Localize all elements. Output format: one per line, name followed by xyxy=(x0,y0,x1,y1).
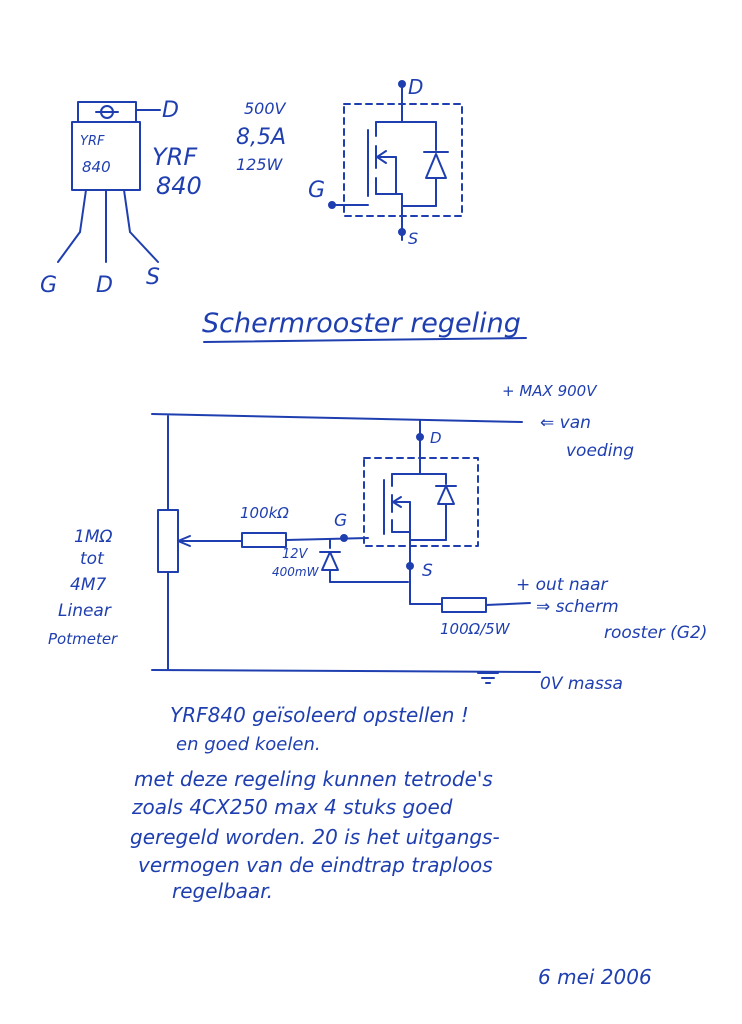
output-target-2: rooster (G2) xyxy=(604,623,707,643)
circuit-source-label: S xyxy=(422,561,433,581)
series-resistor-label: 100Ω/5W xyxy=(440,620,511,638)
package-tab-label: D xyxy=(162,98,179,123)
note-line-2: en goed koelen. xyxy=(176,734,321,755)
circuit-drain-label: D xyxy=(430,429,442,447)
top-gate-label: G xyxy=(308,178,325,203)
paragraph-line-4: vermogen van de eindtrap traploos xyxy=(138,853,493,877)
paragraph-line-5: regelbaar. xyxy=(172,879,273,903)
part-number-1: YRF xyxy=(152,143,198,171)
paragraph-line-1: met deze regeling kunnen tetrode's xyxy=(134,767,493,791)
top-source-label: S xyxy=(408,229,418,248)
package-marking-1: YRF xyxy=(80,134,105,149)
pot-label-5: Potmeter xyxy=(48,630,118,648)
date-label: 6 mei 2006 xyxy=(538,965,652,989)
supply-label: + MAX 900V xyxy=(502,382,598,400)
package-marking-2: 840 xyxy=(82,158,111,176)
rating-current: 8,5A xyxy=(236,125,286,150)
pot-label-3: 4M7 xyxy=(70,575,106,595)
rating-power: 125W xyxy=(236,155,284,174)
note-line-1: YRF840 geïsoleerd opstellen ! xyxy=(170,703,469,727)
part-number-2: 840 xyxy=(156,172,202,200)
paragraph-line-2: zoals 4CX250 max 4 stuks goed xyxy=(131,795,453,819)
rating-voltage: 500V xyxy=(244,99,287,118)
output-label: + out naar xyxy=(516,575,609,595)
mosfet-symbol-top xyxy=(328,80,463,241)
circuit-gate-label: G xyxy=(334,511,347,531)
transistor-package xyxy=(57,101,161,263)
output-target-1: ⇒ scherm xyxy=(536,597,619,617)
pin-d-label: D xyxy=(96,273,113,298)
pin-s-label: S xyxy=(146,265,160,290)
top-drain-label: D xyxy=(408,75,423,99)
page-title: Schermrooster regeling xyxy=(202,308,521,339)
pot-label-2: tot xyxy=(80,549,105,569)
zener-power-label: 400mW xyxy=(272,565,320,579)
paragraph-line-3: geregeld worden. 20 is het uitgangs- xyxy=(130,825,500,849)
circuit-wiring xyxy=(151,413,541,684)
title-underline xyxy=(203,337,527,343)
source-of-supply-1: ⇐ van xyxy=(540,413,591,433)
pot-label-1: 1MΩ xyxy=(74,527,112,547)
source-of-supply-2: voeding xyxy=(566,441,634,461)
zener-voltage-label: 12V xyxy=(282,547,309,562)
pin-g-label: G xyxy=(40,273,57,298)
pot-label-4: Linear xyxy=(58,601,112,621)
ground-label: 0V massa xyxy=(540,674,623,694)
gate-resistor-label: 100kΩ xyxy=(240,504,289,522)
